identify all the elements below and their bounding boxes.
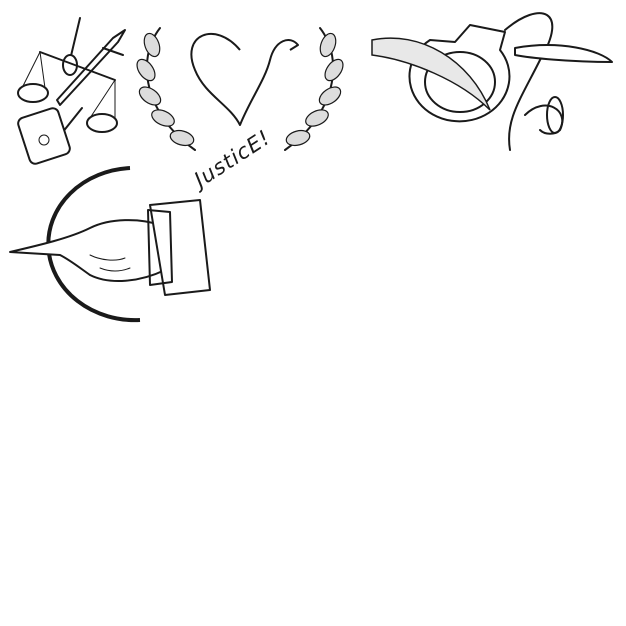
pointing-hand-icon xyxy=(9,166,211,323)
handcuffs-quill-icon xyxy=(371,12,613,151)
scales-sword-gavel-icon xyxy=(17,17,126,165)
laurel-wreath-icon xyxy=(136,27,344,151)
